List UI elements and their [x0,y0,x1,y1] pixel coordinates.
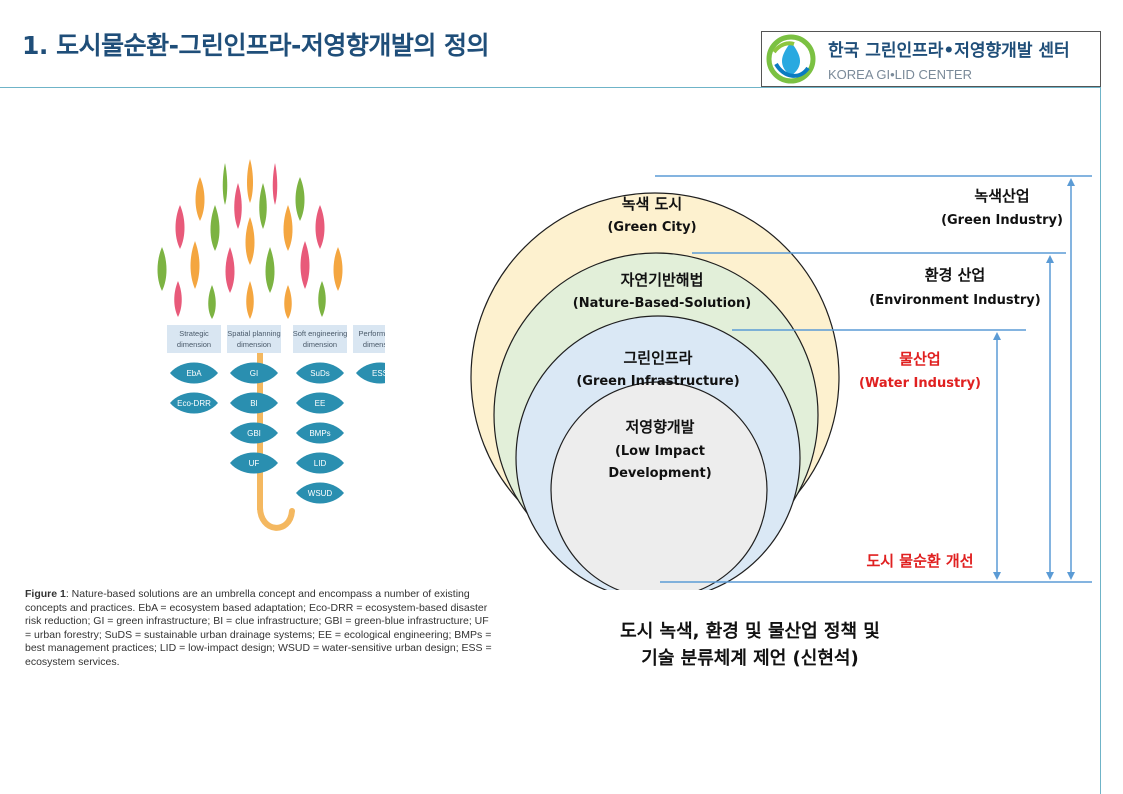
concept-pill [296,452,344,474]
water-industry-label: 물산업 [899,350,940,368]
dimension-header [293,325,347,353]
lid-english-line2: Development) [608,466,711,481]
umbrella-canopy [157,159,343,319]
dimension-header-label: dimension [303,340,337,349]
concept-pill [296,362,344,384]
umbrella-handle [257,325,295,531]
dimension-header-label: Strategic [179,329,209,338]
gi-label: 그린인프라 [623,349,692,367]
dimension-header-label: dimension [177,340,211,349]
concept-pill-label: EE [315,399,326,408]
conclusion-text: 도시 녹색, 환경 및 물산업 정책 및 기술 분류체계 제언 (신현석) [560,618,940,672]
concept-pill-label: Eco-DRR [177,399,211,408]
logo-name: 한국 그린인프라•저영향개발 센터 [828,41,1070,61]
page-title: 1. 도시물순환-그린인프라-저영향개발의 정의 [22,31,490,60]
environment-industry-english: (Environment Industry) [869,293,1040,308]
concept-pill-label: BI [250,399,258,408]
concept-pill [296,482,344,504]
dimension-header [227,325,281,353]
water-drop-logo-icon [766,34,816,84]
green-city-label: 녹색 도시 [622,195,682,213]
scope-lines [655,175,1092,583]
water-industry-english: (Water Industry) [859,376,981,391]
concept-pill [296,392,344,414]
concept-pill [230,452,278,474]
dimension-header [167,325,221,353]
nbs-label: 자연기반해법 [621,271,704,289]
green-city-english: (Green City) [607,220,696,235]
concept-pill-label: EbA [186,369,202,378]
dimension-header-label: Soft engineering [293,329,348,338]
concept-pill-label: GI [250,369,258,378]
figure-caption: Figure 1: Nature-based solutions are an … [25,588,495,669]
urban-water-cycle-label: 도시 물순환 개선 [866,552,973,570]
nested-concept-diagram: 녹색 도시 (Green City) 자연기반해법 (Nature-Based-… [470,175,1092,590]
nbs-english: (Nature-Based-Solution) [573,296,751,311]
concept-pill [356,362,385,384]
dimension-header-label: Spatial planning [227,329,280,338]
gi-english: (Green Infrastructure) [576,374,739,389]
dimension-header-label: Performance [359,329,385,338]
concept-pill-label: GBI [247,429,261,438]
concept-pill [230,392,278,414]
dimension-header-label: dimension [363,340,385,349]
concept-pill-label: UF [249,459,260,468]
dimension-header-label: dimension [237,340,271,349]
figure-caption-lead: Figure 1 [25,588,66,600]
center-logo: 한국 그린인프라•저영향개발 센터 KOREA GI•LID CENTER [761,31,1101,87]
concept-pill [230,362,278,384]
concept-pill-label: WSUD [308,489,333,498]
concept-pill [170,392,218,414]
concept-pill [230,422,278,444]
logo-subtitle: KOREA GI•LID CENTER [828,67,972,82]
lid-label: 저영향개발 [625,418,694,436]
concept-pill [170,362,218,384]
figure-caption-text: : Nature-based solutions are an umbrella… [25,588,492,668]
concept-pill [296,422,344,444]
environment-industry-label: 환경 산업 [925,266,985,284]
concept-pill-label: LID [314,459,327,468]
dimension-header [353,325,385,353]
right-border-line [1100,87,1101,794]
conclusion-line-2: 기술 분류체계 제언 (신현석) [641,648,859,669]
title-divider [0,87,1100,88]
green-industry-english: (Green Industry) [941,213,1063,228]
conclusion-line-1: 도시 녹색, 환경 및 물산업 정책 및 [620,621,880,642]
concept-pill-label: BMPs [309,429,330,438]
circle-low-impact-development [550,381,768,590]
green-industry-label: 녹색산업 [974,187,1029,205]
lid-english-line1: (Low Impact [615,444,705,459]
concept-pill-label: SuDs [310,369,330,378]
concept-pill-label: ESS [372,369,385,378]
